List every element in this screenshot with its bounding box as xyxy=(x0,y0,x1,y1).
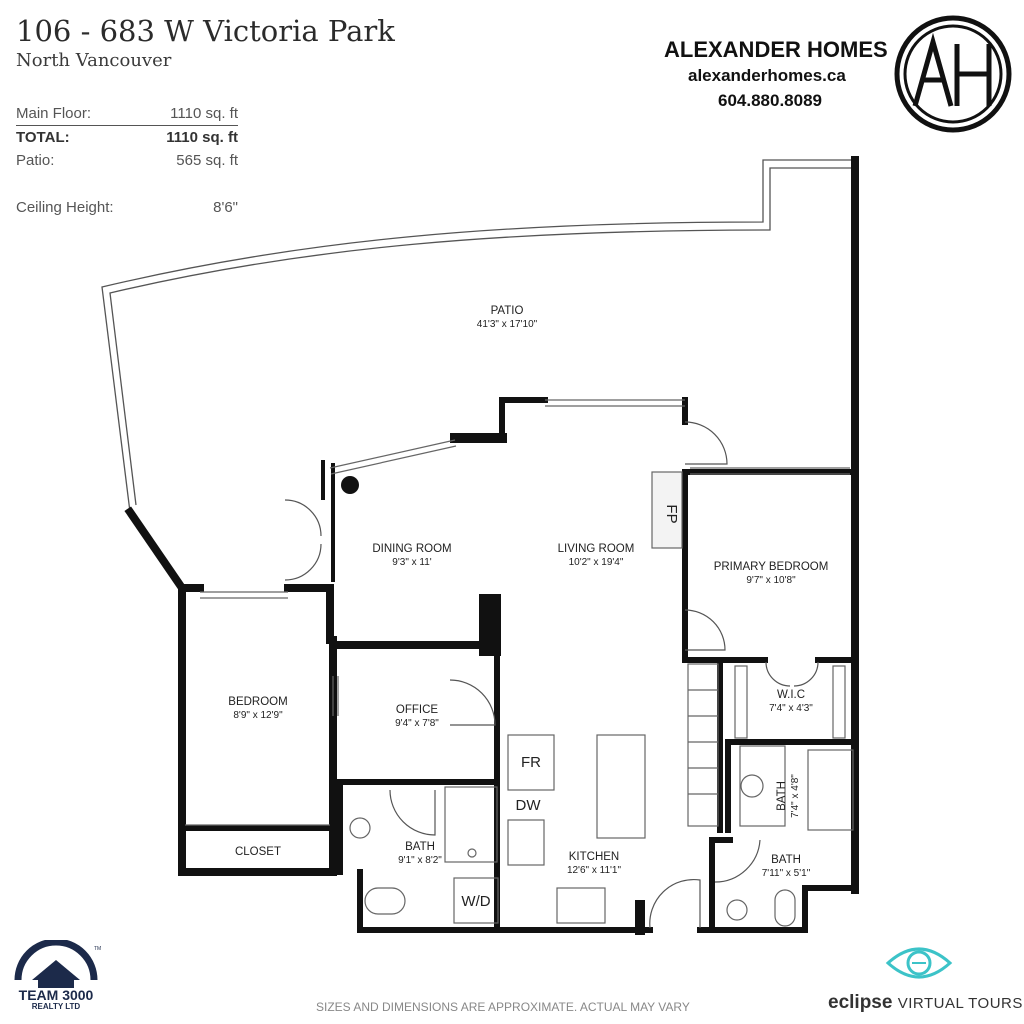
room-dims-bedroom: 8'9" x 12'9" xyxy=(233,710,283,721)
brand-name: ALEXANDER HOMES xyxy=(664,37,888,62)
cabinetry xyxy=(444,665,854,924)
room-dims-bath-small: 7'11" x 5'1" xyxy=(762,868,811,879)
room-name-patio: PATIO xyxy=(491,305,524,317)
area-value: 1110 sq. ft xyxy=(166,129,238,146)
area-label: Ceiling Height: xyxy=(16,199,114,216)
fixture-dishwasher-label: DW xyxy=(516,797,542,814)
room-name-closet: CLOSET xyxy=(235,846,281,858)
room-dims-primary-bedroom: 9'7" x 10'8" xyxy=(746,575,796,586)
area-value: 1110 sq. ft xyxy=(170,105,238,122)
room-dims-office: 9'4" x 7'8" xyxy=(395,718,439,729)
area-value: 565 sq. ft xyxy=(176,152,238,169)
room-name-bedroom: BEDROOM xyxy=(228,696,287,708)
stairs xyxy=(687,663,719,827)
room-name-living: LIVING ROOM xyxy=(558,543,635,555)
room-name-primary-bedroom: PRIMARY BEDROOM xyxy=(714,561,829,573)
team-logo-sub: REALTY LTD xyxy=(32,1002,81,1010)
fixture-fridge-label: FR xyxy=(521,754,541,771)
room-dims-bath-ensuite: 7'4" x 4'8" xyxy=(790,774,801,818)
eclipse-brand: eclipse VIRTUAL TOURS xyxy=(828,992,1023,1014)
listing-address: 106 - 683 W Victoria Park xyxy=(16,14,395,48)
team-logo-text: TEAM 3000 xyxy=(19,987,94,1003)
area-row-patio: Patio: 565 sq. ft xyxy=(16,149,238,172)
brand-phone: 604.880.8089 xyxy=(718,91,822,110)
room-name-dining: DINING ROOM xyxy=(372,543,451,555)
room-name-bath-small: BATH xyxy=(771,854,801,866)
area-row-main-floor: Main Floor: 1110 sq. ft xyxy=(16,102,238,125)
windows xyxy=(185,399,850,826)
alexander-homes-logo-icon xyxy=(894,15,1012,133)
area-label: Patio: xyxy=(16,152,55,169)
room-dims-living: 10'2" x 19'4" xyxy=(569,557,624,568)
listing-city: North Vancouver xyxy=(16,50,172,71)
patio-outline xyxy=(101,159,856,513)
area-value: 8'6" xyxy=(213,199,238,216)
team-3000-logo-icon: TM TEAM 3000 REALTY LTD xyxy=(14,940,101,1010)
column-marker xyxy=(341,476,359,494)
walls xyxy=(124,156,859,935)
room-name-wic: W.I.C xyxy=(777,689,805,701)
room-dims-wic: 7'4" x 4'3" xyxy=(769,703,813,714)
room-name-bath-ensuite: BATH xyxy=(776,781,788,811)
fixture-washer-dryer-label: W/D xyxy=(461,893,490,910)
eclipse-eye-icon xyxy=(885,947,953,979)
area-summary: Main Floor: 1110 sq. ft TOTAL: 1110 sq. … xyxy=(16,102,238,219)
area-row-total: TOTAL: 1110 sq. ft xyxy=(16,125,238,149)
eclipse-brand-rest: VIRTUAL TOURS xyxy=(897,995,1023,1012)
room-dims-patio: 41'3" x 17'10" xyxy=(477,319,538,330)
room-dims-kitchen: 12'6" x 11'1" xyxy=(567,865,622,876)
room-name-kitchen: KITCHEN xyxy=(569,851,619,863)
room-name-bath-main: BATH xyxy=(405,841,435,853)
fixture-fireplace-label: FP xyxy=(663,504,680,523)
disclaimer-text: SIZES AND DIMENSIONS ARE APPROXIMATE. AC… xyxy=(316,1000,690,1014)
team-logo-tm: TM xyxy=(94,946,101,952)
area-label: Main Floor: xyxy=(16,105,92,122)
plumbing-fixtures xyxy=(349,774,796,927)
doors xyxy=(284,421,819,929)
room-dims-bath-main: 9'1" x 8'2" xyxy=(398,855,442,866)
brand-website: alexanderhomes.ca xyxy=(688,66,846,85)
area-label: TOTAL: xyxy=(16,129,70,146)
area-row-ceiling: Ceiling Height: 8'6" xyxy=(16,196,238,219)
eclipse-brand-bold: eclipse xyxy=(828,992,893,1013)
room-name-office: OFFICE xyxy=(396,704,438,716)
room-dims-dining: 9'3" x 11' xyxy=(392,557,432,568)
fireplace xyxy=(651,471,683,549)
